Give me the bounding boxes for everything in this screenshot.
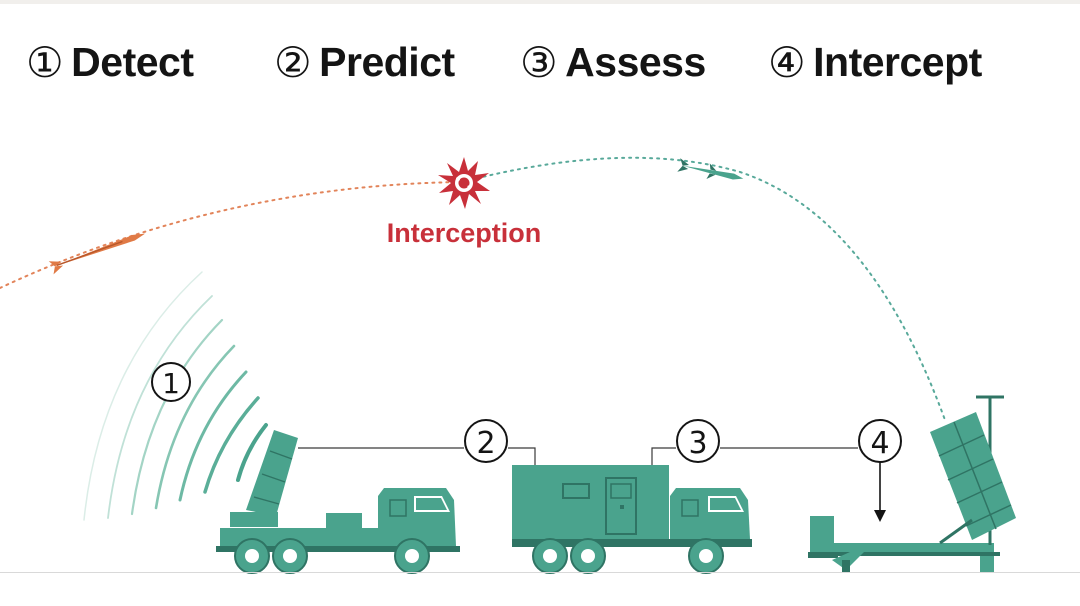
step-label: Intercept bbox=[813, 38, 982, 85]
callout-3: 3 bbox=[676, 419, 720, 463]
top-border bbox=[0, 0, 1080, 4]
ground-line bbox=[0, 572, 1080, 573]
callout-number: 1 bbox=[162, 367, 180, 400]
step-label: Detect bbox=[71, 38, 194, 85]
missile-launcher bbox=[808, 395, 1016, 572]
radar-waves bbox=[83, 271, 268, 521]
callout-number: 3 bbox=[688, 426, 707, 461]
callout-1: 1 bbox=[151, 362, 191, 402]
step-number: ② bbox=[274, 37, 312, 87]
step-label: Predict bbox=[319, 38, 455, 85]
callout-2: 2 bbox=[464, 419, 508, 463]
step-number: ④ bbox=[768, 37, 806, 87]
step-assess: ③ Assess bbox=[520, 36, 706, 88]
threat-missile-icon bbox=[48, 233, 146, 275]
steps-header: ① Detect ② Predict ③ Assess ④ Intercept bbox=[0, 36, 1080, 88]
command-truck bbox=[512, 465, 752, 574]
interception-label: Interception bbox=[387, 218, 542, 248]
step-intercept: ④ Intercept bbox=[768, 36, 982, 88]
callout-4: 4 bbox=[858, 419, 902, 463]
callout-number: 4 bbox=[870, 426, 889, 461]
step-number: ① bbox=[26, 37, 64, 87]
step-label: Assess bbox=[565, 38, 706, 85]
step-detect: ① Detect bbox=[26, 36, 194, 88]
callout-number: 2 bbox=[476, 426, 495, 461]
arrow-down-icon bbox=[874, 462, 886, 522]
interceptor-missile-icon bbox=[677, 158, 744, 180]
connection-lines bbox=[298, 447, 858, 465]
interception-burst-icon bbox=[438, 157, 490, 209]
step-number: ③ bbox=[520, 37, 558, 87]
interceptor-trajectory bbox=[469, 156, 946, 421]
radar-truck bbox=[216, 430, 460, 574]
step-predict: ② Predict bbox=[274, 36, 455, 88]
